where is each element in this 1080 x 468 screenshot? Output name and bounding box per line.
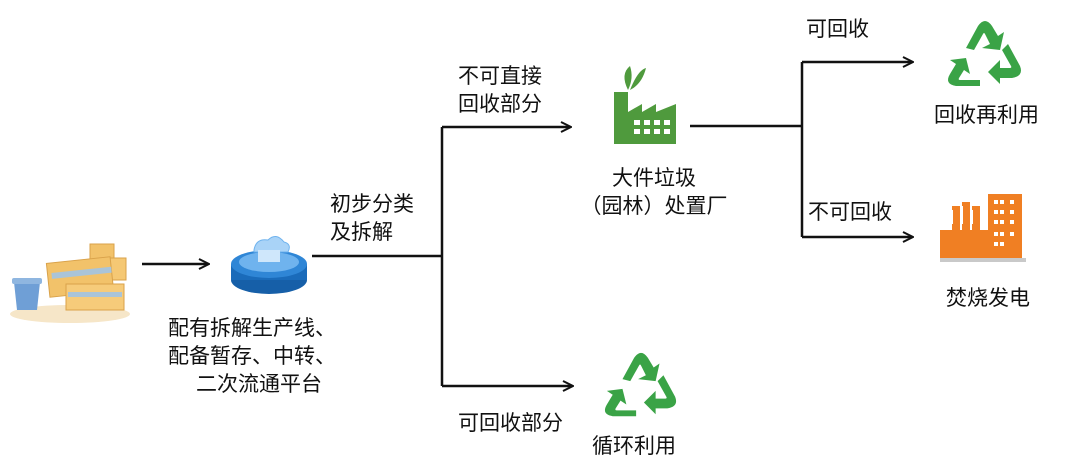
recyclable-label: 可回收 [806, 17, 869, 41]
platform-disk-icon [231, 236, 307, 294]
plant-label-line-1: 大件垃圾 [612, 166, 696, 190]
plant-label: 大件垃圾 （园林）处置厂 [564, 164, 744, 220]
reuse-label: 回收再利用 [934, 103, 1039, 127]
non-recyclable-label: 不可回收 [808, 200, 892, 224]
sorting-label-line-2: 及拆解 [330, 220, 393, 244]
cycle-label: 循环利用 [592, 434, 676, 458]
platform-label-line-3: 二次流通平台 [196, 372, 322, 396]
sorting-label-line-1: 初步分类 [330, 192, 414, 216]
sorting-label: 初步分类 及拆解 [330, 190, 414, 246]
non-recyclable-part-line-1: 不可直接 [458, 64, 542, 88]
platform-label-line-2: 配备暂存、中转、 [168, 344, 336, 368]
recycle-icon [604, 352, 677, 417]
platform-label-line-1: 配有拆解生产线、 [168, 316, 336, 340]
recyclable-part-label: 可回收部分 [458, 411, 563, 435]
power-plant-icon [940, 194, 1026, 262]
plant-label-line-2: （园林）处置厂 [580, 194, 728, 218]
non-recyclable-part-label: 不可直接 回收部分 [458, 62, 542, 118]
waste-boxes-icon [10, 243, 130, 323]
incineration-label: 焚烧发电 [946, 286, 1030, 310]
recycle-icon [948, 21, 1021, 86]
platform-label: 配有拆解生产线、 配备暂存、中转、 二次流通平台 [168, 314, 336, 398]
factory-icon [614, 66, 676, 144]
non-recyclable-part-line-2: 回收部分 [458, 92, 542, 116]
